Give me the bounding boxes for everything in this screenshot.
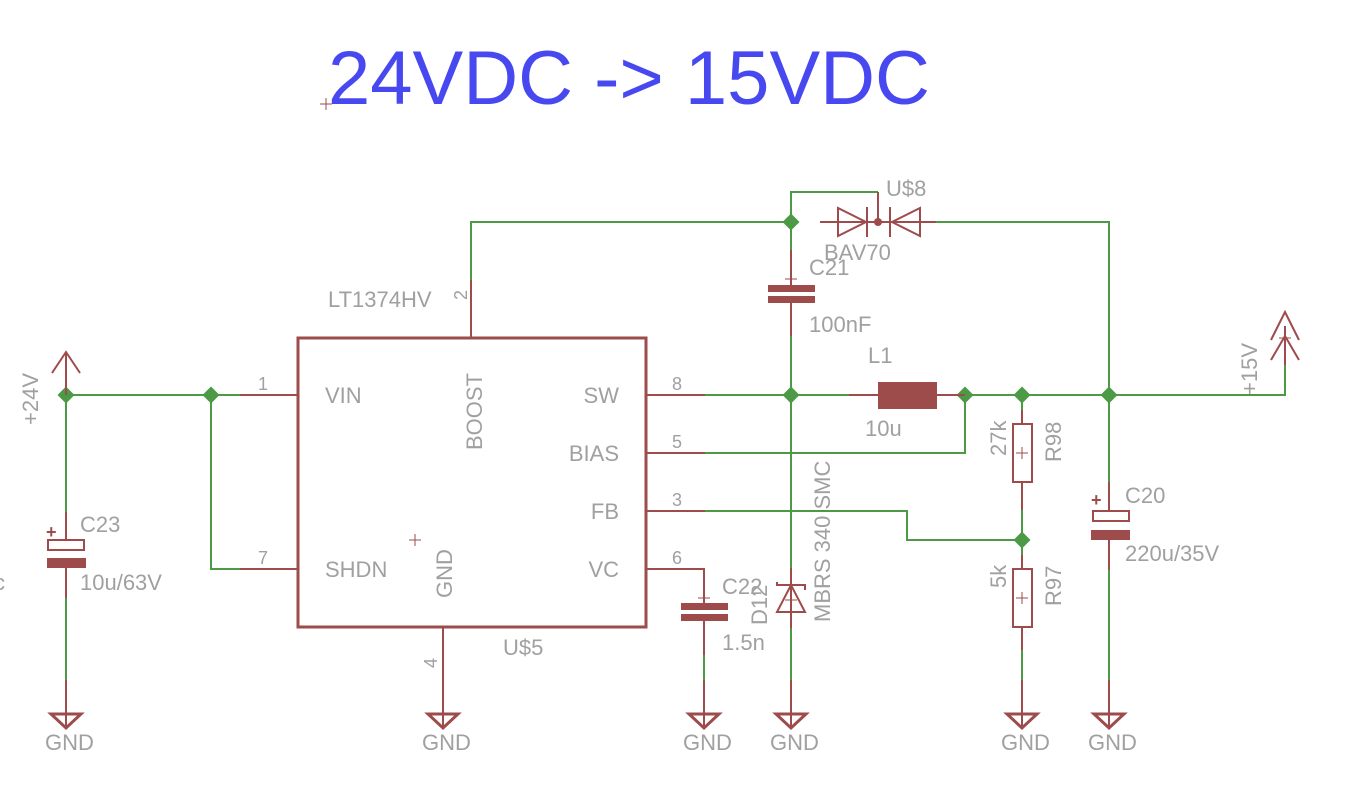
- pin-number: 1: [258, 374, 268, 394]
- supply-24v[interactable]: +24V: [18, 350, 81, 425]
- net-diode-out[interactable]: [936, 221, 1110, 395]
- pin-name-vin: VIN: [325, 383, 362, 408]
- junctions: [57, 213, 1118, 549]
- r98-value: 27k: [986, 420, 1011, 456]
- d12-value: MBRS 340 SMC: [810, 461, 835, 622]
- c22-value: 1.5n: [722, 630, 765, 655]
- l1-value: 10u: [865, 416, 902, 441]
- pin-name-bias: BIAS: [569, 441, 619, 466]
- pin-number: 6: [672, 548, 682, 568]
- title-origin-mark: [320, 98, 332, 110]
- pin-name-gnd: GND: [432, 549, 457, 598]
- ic-name: U$5: [503, 635, 543, 660]
- capacitor-c22[interactable]: C22 1.5n: [681, 574, 765, 655]
- r98-name: R98: [1041, 422, 1066, 462]
- ground-symbol[interactable]: GND: [683, 680, 732, 755]
- ground-label: GND: [683, 730, 732, 755]
- u8-value: BAV70: [824, 240, 891, 265]
- net-shdn[interactable]: [210, 395, 240, 570]
- resistor-r98[interactable]: 27k R98: [986, 410, 1066, 510]
- ground-icon: [1003, 712, 1041, 731]
- ic-lt1374hv[interactable]: 1 7 8 5 3 6 2 4 VIN SHDN SW BIAS FB VC B…: [240, 280, 705, 712]
- polarity-plus-mark: +: [1091, 490, 1102, 510]
- pin-name-boost: BOOST: [462, 373, 487, 450]
- ground-icon: [424, 712, 462, 731]
- r97-name: R97: [1041, 566, 1066, 606]
- ic-origin-mark: [409, 534, 421, 546]
- diode-d12[interactable]: D12 MBRS 340 SMC: [747, 461, 835, 628]
- ground-symbol[interactable]: GND: [1001, 680, 1050, 755]
- pin-name-sw: SW: [584, 383, 620, 408]
- net-fb[interactable]: [705, 510, 1022, 541]
- nets: [65, 191, 1286, 680]
- pin-name-shdn: SHDN: [325, 557, 387, 582]
- double-arrow-up-icon: [1270, 309, 1300, 341]
- edge-fragment-text: c: [0, 570, 5, 595]
- supply-15v[interactable]: +15V: [1237, 309, 1300, 395]
- ground-label: GND: [45, 730, 94, 755]
- junction-dot: [782, 213, 800, 231]
- supply-15v-label: +15V: [1237, 343, 1262, 395]
- r97-value: 5k: [986, 564, 1011, 588]
- c23-value: 10u/63V: [80, 570, 162, 595]
- ground-icon: [685, 712, 723, 731]
- ground-icon: [47, 712, 85, 731]
- pin-name-fb: FB: [591, 499, 619, 524]
- resistor-r97[interactable]: 5k R97: [986, 555, 1066, 650]
- pin-name-vc: VC: [588, 557, 619, 582]
- ground-icon: [1090, 712, 1128, 731]
- u8-name: U$8: [886, 176, 926, 201]
- c20-name: C20: [1125, 483, 1165, 508]
- c22-name: C22: [722, 574, 762, 599]
- inductor-l1[interactable]: L1 10u: [849, 343, 965, 441]
- junction-dot: [782, 386, 800, 404]
- pin-number: 7: [258, 548, 268, 568]
- c21-name: C21: [809, 255, 849, 280]
- polarity-plus-mark: +: [46, 522, 57, 542]
- c21-value: 100nF: [809, 312, 871, 337]
- pin-number: 3: [672, 490, 682, 510]
- schematic-title: 24VDC -> 15VDC: [328, 36, 930, 121]
- net-15v[interactable]: [965, 365, 1286, 396]
- net-boost[interactable]: [470, 221, 791, 280]
- ground-label: GND: [770, 730, 819, 755]
- ground-label: GND: [1001, 730, 1050, 755]
- capacitor-c21[interactable]: C21 100nF: [768, 250, 871, 337]
- ground-label: GND: [1088, 730, 1137, 755]
- ground-label: GND: [422, 730, 471, 755]
- net-bias[interactable]: [705, 395, 966, 454]
- d12-name: D12: [747, 585, 772, 625]
- pin-number: 5: [672, 432, 682, 452]
- pin-number: 8: [672, 374, 682, 394]
- l1-name: L1: [868, 343, 892, 368]
- supply-24v-label: +24V: [18, 373, 43, 425]
- ic-value: LT1374HV: [328, 287, 432, 312]
- junction-dot: [1013, 531, 1031, 549]
- junction-dot: [1013, 386, 1031, 404]
- ground-symbol[interactable]: GND: [770, 680, 819, 755]
- diode-bav70[interactable]: U$8 BAV70: [820, 176, 936, 265]
- pin-number: 4: [421, 658, 441, 668]
- ground-symbol[interactable]: GND: [45, 680, 94, 755]
- junction-dot: [202, 386, 220, 404]
- ground-symbols: GND GND GND GND GND GND: [45, 680, 1137, 755]
- junction-dot: [1100, 386, 1118, 404]
- ground-icon: [772, 712, 810, 731]
- ground-symbol[interactable]: GND: [1088, 680, 1137, 755]
- pin-number: 2: [451, 290, 471, 300]
- net-boost-diode[interactable]: [790, 191, 878, 222]
- capacitor-c23[interactable]: + C23 10u/63V: [46, 512, 162, 598]
- c23-name: C23: [80, 512, 120, 537]
- c20-value: 220u/35V: [1125, 541, 1220, 566]
- capacitor-c20[interactable]: + C20 220u/35V: [1091, 482, 1220, 570]
- ground-symbol[interactable]: GND: [422, 680, 471, 755]
